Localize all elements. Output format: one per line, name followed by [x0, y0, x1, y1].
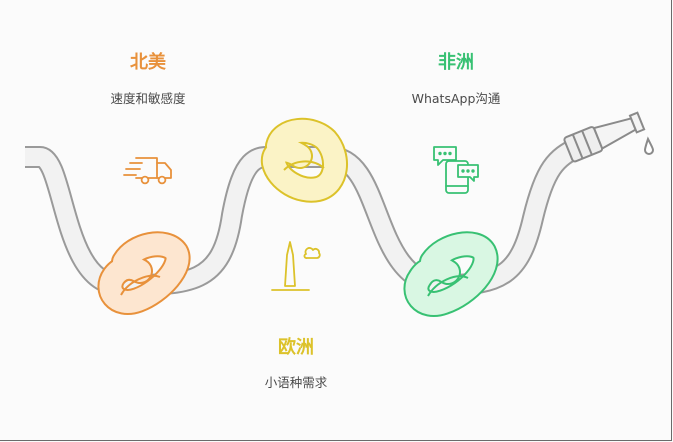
north-america-title: 北美 [130, 52, 166, 73]
north-america-description: 速度和敏感度 [110, 91, 186, 106]
water-drop-icon [643, 136, 655, 155]
faucet-nozzle-icon [563, 111, 646, 163]
europe-description: 小语种需求 [264, 375, 328, 390]
europe-knot [260, 117, 348, 203]
north-america-knot [97, 231, 191, 315]
monument-icon [271, 241, 321, 291]
chat-phone-icon [433, 146, 479, 194]
delivery-truck-icon [123, 157, 172, 185]
africa-title: 非洲 [438, 52, 474, 73]
africa-knot [403, 231, 499, 317]
africa-description: WhatsApp沟通 [411, 91, 501, 106]
europe-title: 欧洲 [278, 337, 314, 358]
